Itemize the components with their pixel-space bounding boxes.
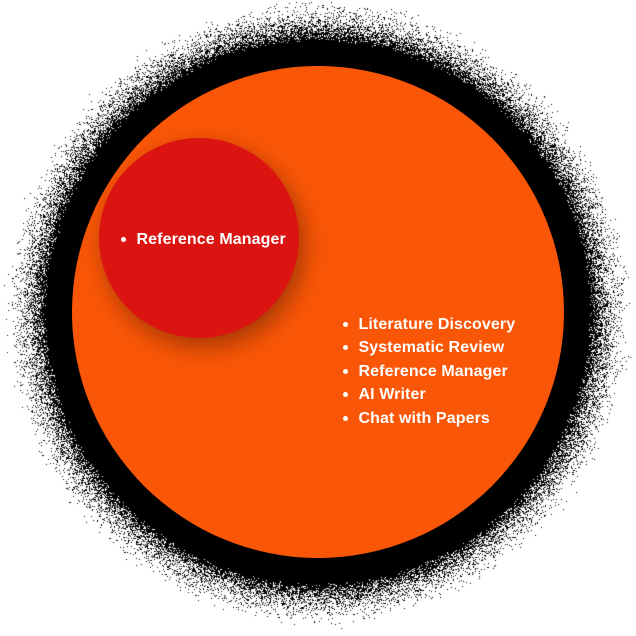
list-item: Reference Manager: [120, 228, 286, 252]
list-item: Chat with Papers: [342, 407, 516, 431]
outer-feature-list: Literature Discovery Systematic Review R…: [342, 313, 516, 431]
inner-feature-list: Reference Manager: [120, 228, 286, 252]
inner-circle: Reference Manager: [99, 138, 299, 338]
list-item: AI Writer: [342, 383, 516, 407]
list-item: Reference Manager: [342, 360, 516, 384]
list-item: Systematic Review: [342, 336, 516, 360]
list-item: Literature Discovery: [342, 313, 516, 337]
